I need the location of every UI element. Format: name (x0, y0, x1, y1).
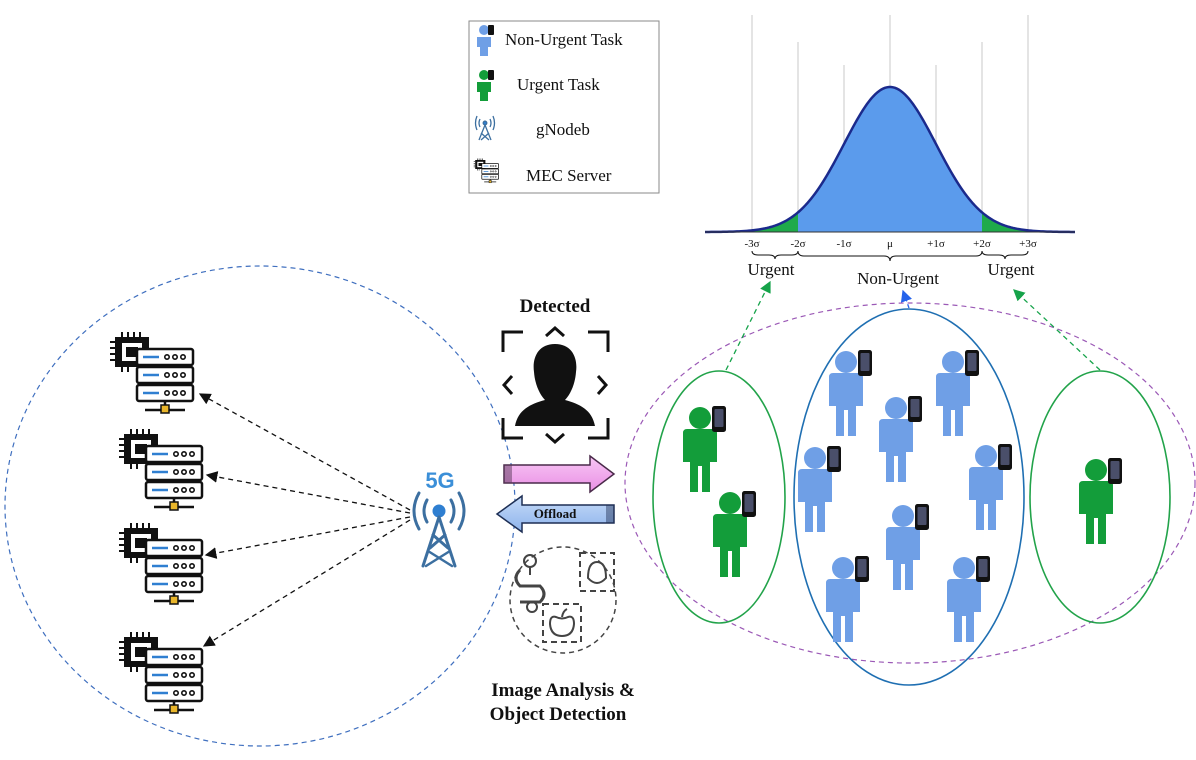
legend-non-urgent-icon (477, 25, 494, 56)
urgent-tail-left (705, 212, 798, 232)
link-server-4 (202, 519, 411, 647)
non-urgent-task-user-icon (879, 396, 922, 482)
legend-label-non-urgent: Non-Urgent Task (505, 30, 623, 49)
non-urgent-task-user-icon (936, 350, 979, 436)
sigma-tick-label: -1σ (836, 238, 851, 250)
urgent-tail-right (982, 212, 1075, 232)
non-urgent-task-user-icon (969, 444, 1012, 530)
mec-server-icon (117, 630, 204, 715)
arrow-urgent-right (1013, 289, 1101, 371)
user-area-boundary (624, 302, 1196, 664)
link-server-1 (198, 393, 411, 511)
image-analysis-icon (509, 546, 617, 654)
non-urgent-task-user-icon (826, 556, 869, 642)
normal-distribution-chart: -3σ -2σ -1σ μ +1σ +2σ +3σ (704, 15, 1076, 262)
arrow-non-urgent (900, 289, 912, 309)
sigma-tick-label: -3σ (744, 238, 759, 250)
legend-label-urgent: Urgent Task (517, 75, 600, 94)
sigma-tick-label: μ (887, 238, 893, 250)
brace-non-urgent (797, 250, 983, 262)
link-server-2 (205, 471, 411, 514)
urgent-group-right (1029, 370, 1171, 624)
non-urgent-group (793, 308, 1025, 686)
sigma-tick-label: +3σ (1019, 238, 1037, 250)
gnodeb-tower-icon (412, 491, 466, 568)
sigma-tick-label: +2σ (973, 238, 991, 250)
urgent-group-left (652, 370, 786, 624)
region-label-urgent-right: Urgent (988, 260, 1035, 279)
non-urgent-body (798, 87, 982, 232)
non-urgent-task-user-icon (886, 504, 929, 590)
mec-server-icon (117, 521, 204, 606)
urgent-task-user-icon (713, 491, 756, 577)
5g-label: 5G (425, 468, 454, 493)
legend-label-gnodeb: gNodeb (536, 120, 590, 139)
non-urgent-task-user-icon (947, 556, 990, 642)
non-urgent-task-user-icon (798, 446, 841, 532)
analysis-label-line1: Image Analysis & (491, 680, 635, 701)
offload-arrow (495, 494, 615, 534)
link-server-3 (204, 516, 411, 559)
face-detection-icon (501, 325, 610, 445)
legend-urgent-icon (477, 70, 494, 101)
mec-server-icon (117, 427, 204, 512)
sigma-tick-label: +1σ (927, 238, 945, 250)
legend-gnodeb-icon (474, 115, 496, 141)
detected-label: Detected (520, 296, 591, 317)
region-label-non-urgent: Non-Urgent (857, 269, 939, 288)
offload-label: Offload (534, 506, 577, 521)
brace-urgent-left (751, 250, 799, 260)
tower-to-server-links (198, 393, 411, 647)
legend-box (468, 20, 660, 194)
brace-urgent-right (981, 250, 1029, 260)
non-urgent-task-user-icon (829, 350, 872, 436)
sigma-tick-label: -2σ (790, 238, 805, 250)
urgent-task-user-icon (1079, 458, 1122, 544)
density-curve (704, 85, 1076, 234)
upload-arrow (503, 454, 616, 494)
region-label-urgent-left: Urgent (748, 260, 795, 279)
legend-label-mec-server: MEC Server (526, 166, 612, 185)
arrow-urgent-left (725, 280, 771, 371)
urgent-task-user-icon (683, 406, 726, 492)
mec-server-icon (108, 330, 195, 415)
analysis-label-line2: Object Detection (490, 704, 627, 725)
